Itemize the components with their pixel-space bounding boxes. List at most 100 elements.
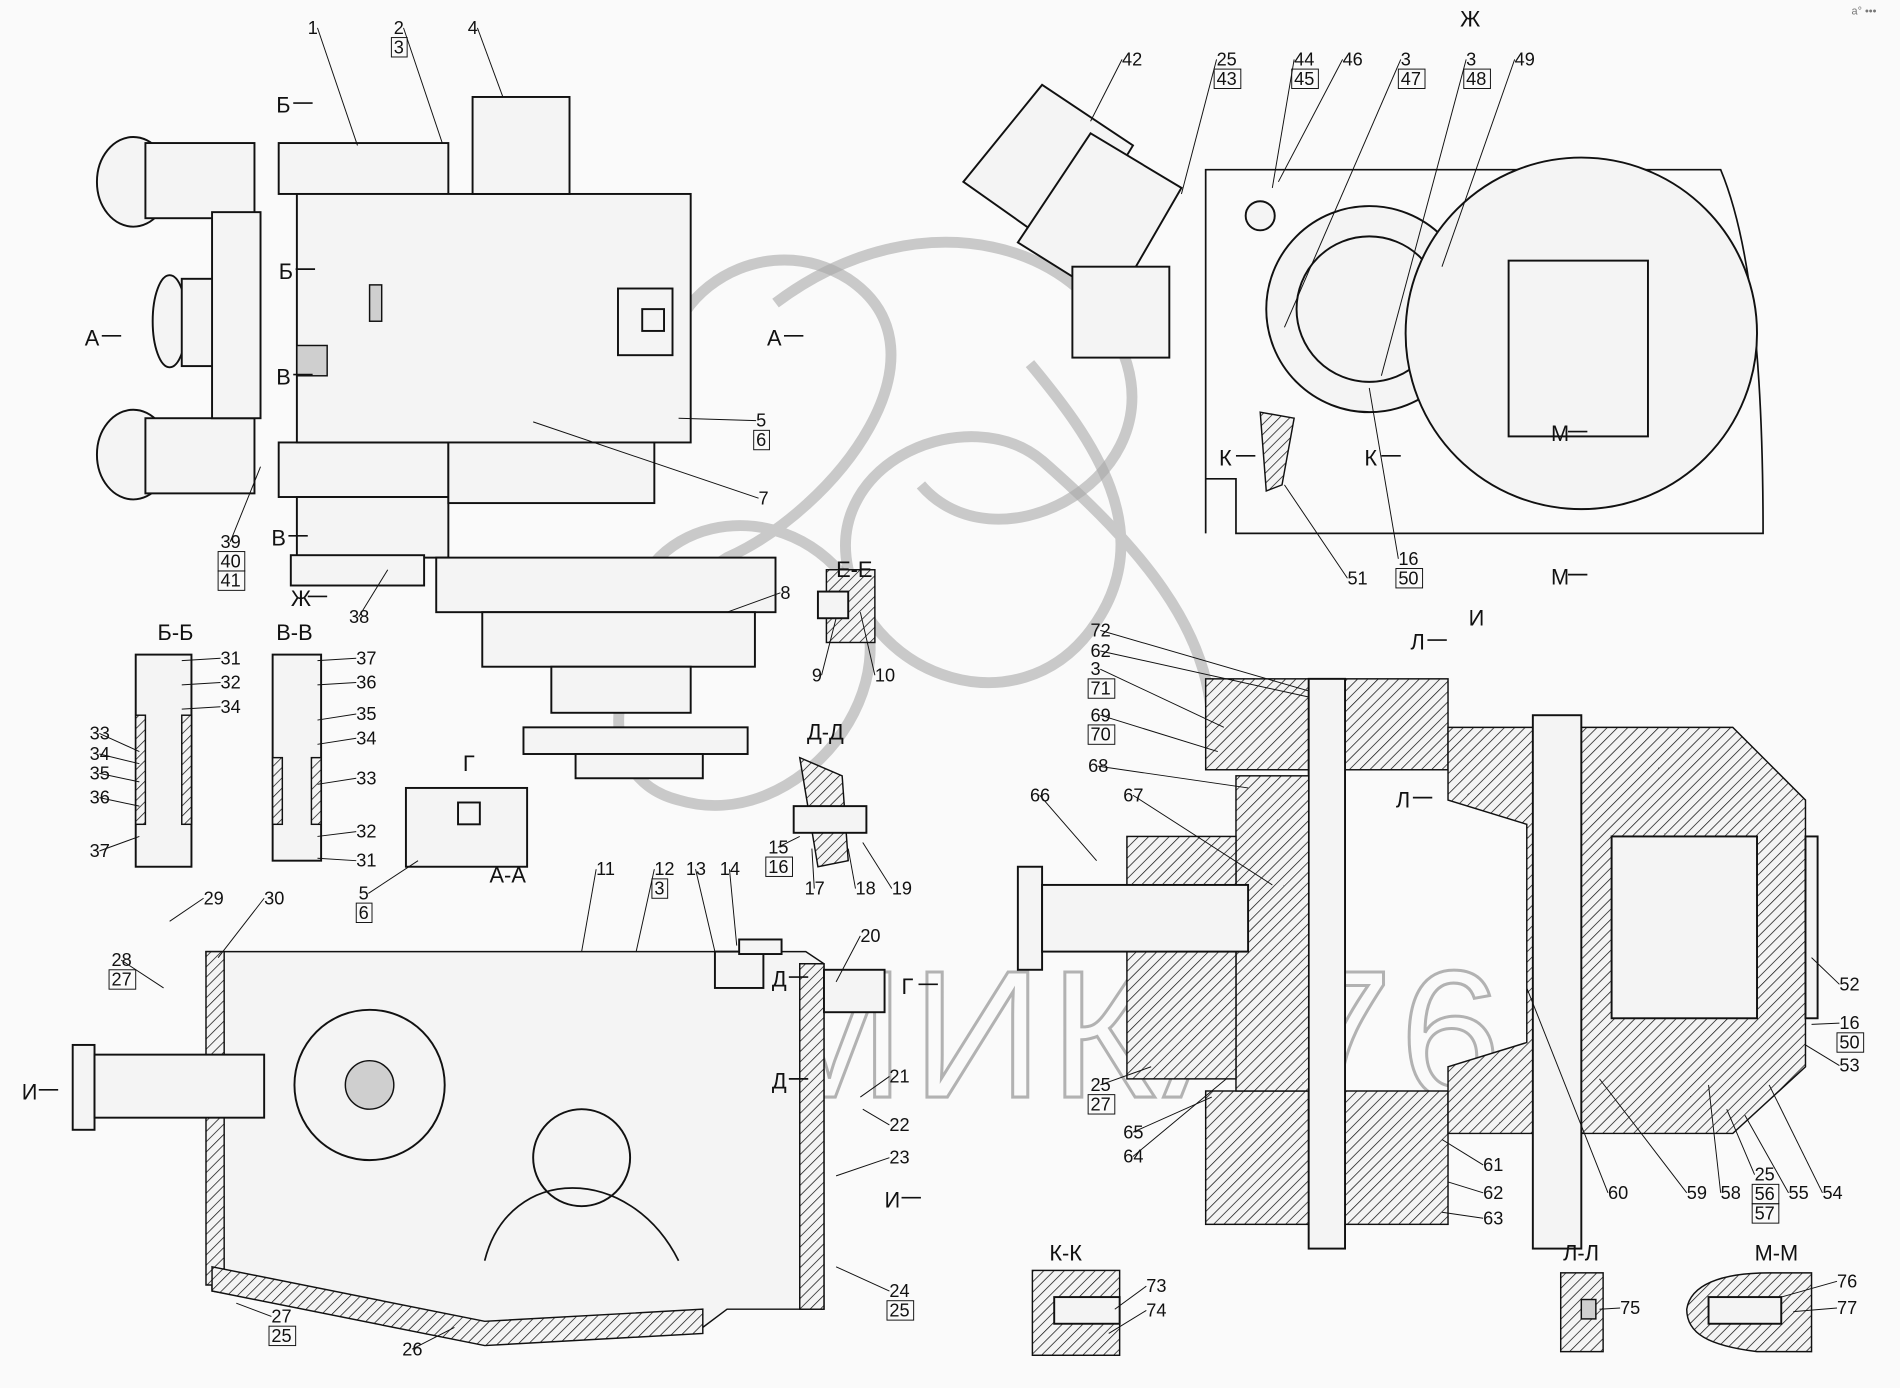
callout: 23 <box>835 1148 910 1177</box>
callout-box <box>753 429 770 451</box>
leader-line <box>317 657 357 662</box>
callout: 31 <box>317 851 376 871</box>
section-i-drawing <box>1016 677 1819 1250</box>
callout: 37 <box>90 835 140 861</box>
leader-line <box>181 681 221 686</box>
callout: 49 <box>1441 49 1535 267</box>
callout: 63 <box>1441 1208 1503 1228</box>
callout-box <box>1213 68 1242 89</box>
leader-line <box>835 1157 890 1177</box>
callout: 34 <box>181 697 241 717</box>
callout-number: 22 <box>889 1115 909 1135</box>
callout-number: 20 <box>860 926 880 946</box>
leader-line <box>1441 59 1516 267</box>
section-marker: В <box>276 364 291 389</box>
callout: 52 <box>1811 957 1860 994</box>
callout-box <box>108 969 137 990</box>
callout-number: 13 <box>686 859 706 879</box>
leader-line <box>695 869 716 952</box>
callout-number: 18 <box>855 879 875 899</box>
callout-number: 3 <box>394 37 404 57</box>
leader-line <box>1132 1096 1212 1133</box>
callout-number: 72 <box>1091 620 1111 640</box>
callout-number: 25 <box>1091 1075 1111 1095</box>
section-marker: Д <box>772 967 787 992</box>
callout-number: 48 <box>1466 69 1486 89</box>
section-marker: Д <box>772 1069 787 1094</box>
leader-line <box>1284 484 1348 579</box>
callout-number: 28 <box>111 950 131 970</box>
leader-line <box>1768 1084 1823 1194</box>
leader-line <box>229 466 261 543</box>
callout-number: 3 <box>654 879 664 899</box>
section-marker: Б <box>276 93 290 118</box>
callout-box <box>1291 68 1319 89</box>
callout-number: 31 <box>221 648 241 668</box>
callout-number: 49 <box>1515 49 1535 69</box>
callout-number: 56 <box>1755 1184 1775 1204</box>
leader-line <box>726 592 781 613</box>
callout-number: 27 <box>1091 1094 1111 1114</box>
leader-line <box>1277 59 1344 183</box>
callout-number: 54 <box>1822 1183 1842 1203</box>
callout-number: 36 <box>356 673 376 693</box>
callout-number: 17 <box>805 879 825 899</box>
callout-box <box>1463 68 1491 89</box>
callout-box <box>765 856 793 877</box>
leader-line <box>99 797 140 807</box>
callout-number: 9 <box>812 665 822 685</box>
callout-number: 73 <box>1146 1276 1166 1296</box>
leader-line <box>1441 1211 1484 1219</box>
top-view-transmission <box>95 96 692 587</box>
callout: 67 <box>1123 785 1273 886</box>
callout-number: 52 <box>1839 974 1859 994</box>
leader-line <box>217 897 265 958</box>
leader-line <box>411 1326 455 1350</box>
callout-number: 3 <box>1466 49 1476 69</box>
callout-number: 68 <box>1088 756 1108 776</box>
callout-number: 51 <box>1347 568 1367 588</box>
callout-number: 19 <box>892 879 912 899</box>
leader-line <box>169 897 204 922</box>
callout: 33 <box>90 723 140 753</box>
callout: 371 <box>1087 659 1225 728</box>
leader-line <box>1441 1139 1484 1166</box>
leader-line <box>1708 1084 1722 1193</box>
callout-number: 69 <box>1091 705 1111 725</box>
leader-line <box>99 753 140 765</box>
callout-box <box>268 1325 297 1347</box>
leader-line <box>317 713 357 721</box>
callout-number: 3 <box>1091 659 1101 679</box>
section-title: А-А <box>490 862 527 887</box>
callout-number: 71 <box>1091 679 1111 699</box>
callout-number: 66 <box>1030 785 1050 805</box>
callout-number: 34 <box>221 697 241 717</box>
callout-number: 7 <box>759 488 769 508</box>
leader-line <box>1271 59 1295 188</box>
section-title: Б-Б <box>158 620 194 645</box>
callout-number: 47 <box>1401 69 1421 89</box>
callout: 13 <box>686 859 716 952</box>
callout: 76 <box>1781 1271 1857 1298</box>
callout: 60 <box>1526 987 1628 1203</box>
section-title: И <box>1469 606 1485 631</box>
callout: 10 <box>859 612 895 685</box>
callout-number: 40 <box>221 551 241 571</box>
callout-number: 63 <box>1483 1208 1503 1228</box>
section-marker: А <box>85 325 100 350</box>
callout-number: 37 <box>90 841 110 861</box>
callout: 62 <box>1091 641 1309 698</box>
callout-number: 50 <box>1398 568 1418 588</box>
section-title: В-В <box>276 620 312 645</box>
callout: 8 <box>726 583 790 613</box>
callout: 51 <box>1284 484 1368 588</box>
leader-line <box>1526 987 1609 1194</box>
callout-number: 45 <box>1294 69 1314 89</box>
leader-line <box>99 732 140 753</box>
callout: 34 <box>90 744 140 765</box>
